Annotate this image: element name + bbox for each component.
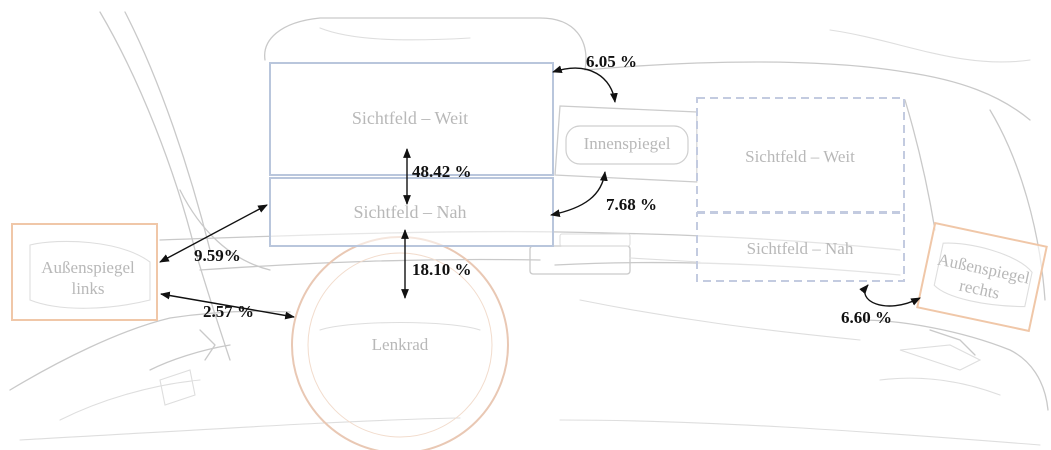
label-right-mirror-near: 6.60 %: [841, 308, 892, 327]
label-far-near-left: 48.42 %: [412, 162, 472, 181]
arrow-near-rear-mirror: [550, 171, 608, 218]
near-view-right-label: Sichtfeld – Nah: [747, 239, 854, 258]
steering-wheel-area: Lenkrad: [291, 236, 509, 450]
arrow-left-mirror-steering: [160, 291, 295, 320]
rear-mirror-box: Innenspiegel: [554, 105, 698, 183]
far-view-right-label: Sichtfeld – Weit: [745, 147, 855, 166]
arrow-left-mirror-near: [159, 204, 268, 263]
near-view-left-label: Sichtfeld – Nah: [354, 202, 467, 222]
near-view-left-box: Sichtfeld – Nah: [269, 177, 554, 247]
label-near-rear-mirror: 7.68 %: [606, 195, 657, 214]
label-left-mirror-near: 9.59%: [194, 246, 241, 265]
far-view-left-box: Sichtfeld – Weit: [269, 62, 554, 176]
label-far-rear-mirror: 6.05 %: [586, 52, 637, 71]
right-mirror-box: Außenspiegel rechts: [916, 221, 1048, 333]
left-mirror-box: Außenspiegel links: [11, 223, 158, 321]
transition-arrows: [159, 65, 921, 320]
arrow-right-mirror-near: [859, 284, 921, 307]
left-mirror-label-line2: links: [71, 279, 104, 298]
label-left-mirror-steering: 2.57 %: [203, 302, 254, 321]
rear-mirror-label: Innenspiegel: [584, 134, 671, 153]
far-view-right-box: Sichtfeld – Weit: [696, 97, 905, 213]
label-near-steering: 18.10 %: [412, 260, 472, 279]
arrow-far-rear-mirror: [552, 65, 618, 103]
near-view-right-box: Sichtfeld – Nah: [696, 212, 905, 282]
steering-wheel-label: Lenkrad: [372, 335, 429, 354]
left-mirror-label-line1: Außenspiegel: [41, 258, 135, 277]
far-view-left-label: Sichtfeld – Weit: [352, 108, 468, 128]
transition-labels: 48.42 % 18.10 % 6.05 % 7.68 % 9.59% 2.57…: [194, 52, 892, 327]
